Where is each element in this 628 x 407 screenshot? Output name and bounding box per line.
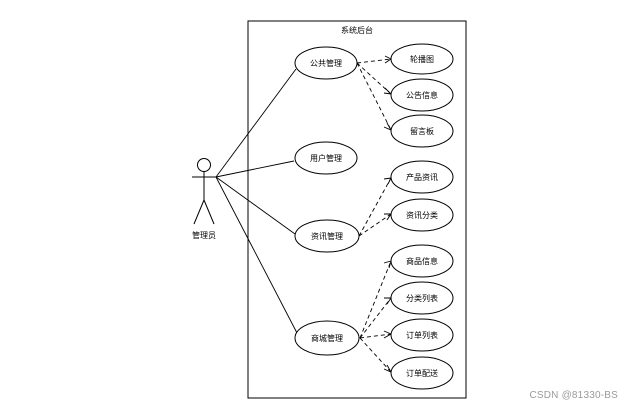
use-case-mall-mgmt: 商城管理 (294, 320, 360, 356)
extension-line (359, 333, 392, 339)
use-case-label: 资讯管理 (311, 231, 343, 241)
use-case-label: 订单配送 (406, 368, 438, 378)
arrowhead (383, 177, 392, 185)
use-case-category-list: 分类列表 (390, 281, 454, 315)
extension-line (356, 58, 392, 64)
association-line (215, 160, 295, 178)
system-title: 系统后台 (341, 25, 373, 35)
actor-leg-left (193, 199, 205, 225)
actor-label: 管理员 (192, 230, 216, 240)
arrowhead (384, 213, 392, 221)
use-case-label: 留言板 (410, 126, 434, 136)
arrowheads (383, 55, 393, 373)
use-case-label: 用户管理 (310, 153, 342, 163)
actor-head (197, 158, 211, 172)
use-case-message-board: 留言板 (390, 114, 454, 148)
use-case-user-mgmt: 用户管理 (294, 141, 358, 175)
arrowhead (383, 260, 392, 269)
arrowhead (383, 330, 393, 339)
use-case-label: 分类列表 (406, 293, 438, 303)
use-case-public-mgmt: 公共管理 (294, 46, 358, 80)
extension-line (359, 297, 392, 339)
use-case-label: 资讯分类 (406, 210, 438, 220)
extension-line (356, 62, 392, 131)
association-line (215, 176, 296, 235)
extension-line (358, 213, 392, 237)
watermark: CSDN @81330-BS (529, 390, 618, 401)
extension-line (359, 260, 392, 339)
system-boundary (247, 20, 467, 399)
actor-figure (192, 158, 216, 225)
association-line (215, 68, 297, 178)
use-case-product-news: 产品资讯 (390, 160, 454, 194)
actor-leg-right (203, 199, 215, 225)
use-case-label: 公告信息 (406, 90, 438, 100)
association-line (215, 176, 298, 334)
use-case-news-category: 资讯分类 (390, 198, 454, 232)
use-case-announcement: 公告信息 (390, 78, 454, 112)
extension-line (358, 177, 392, 237)
use-case-label: 商城管理 (311, 333, 343, 343)
arrowhead (384, 297, 392, 305)
use-case-label: 公共管理 (310, 58, 342, 68)
extension-line (359, 337, 392, 373)
use-case-order-delivery: 订单配送 (390, 356, 454, 390)
use-case-label: 产品资讯 (406, 172, 438, 182)
extension-lines (356, 58, 392, 373)
use-case-label: 商品信息 (406, 256, 438, 266)
use-case-label: 轮播图 (410, 54, 434, 64)
use-case-order-list: 订单列表 (390, 318, 454, 352)
use-case-goods-info: 商品信息 (390, 244, 454, 278)
use-case-label: 订单列表 (406, 330, 438, 340)
use-case-carousel: 轮播图 (390, 43, 454, 75)
use-case-news-mgmt: 资讯管理 (294, 219, 360, 253)
arrowhead (383, 122, 393, 131)
